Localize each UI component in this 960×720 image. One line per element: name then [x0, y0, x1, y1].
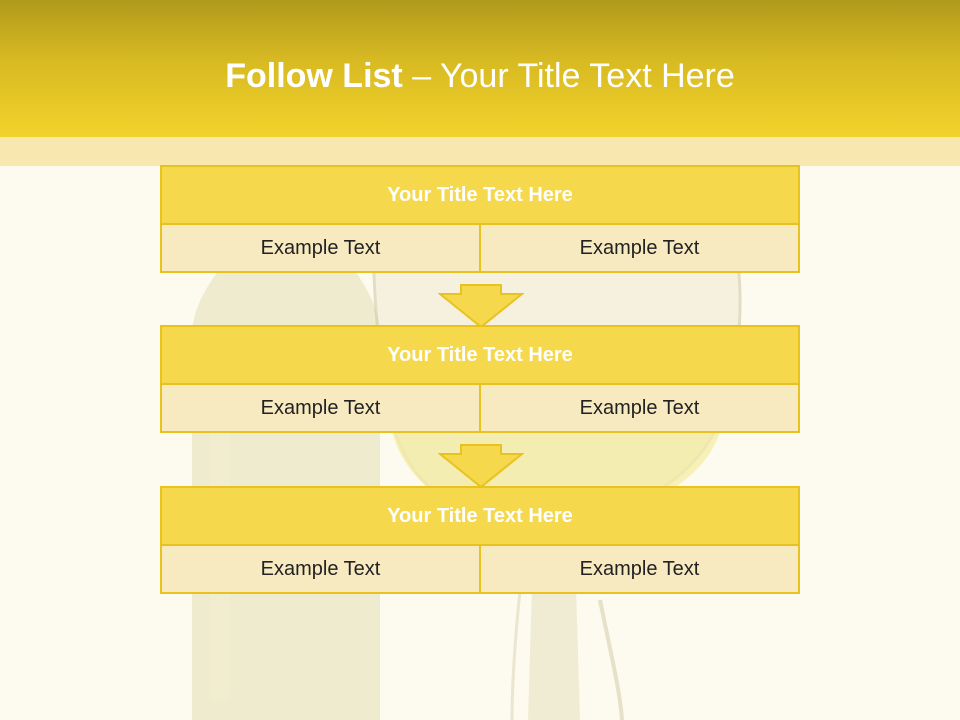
header-band: [0, 0, 960, 137]
block-cell-right: Example Text: [479, 546, 798, 592]
block-cells: Example Text Example Text: [162, 385, 798, 431]
block-cell-right: Example Text: [479, 225, 798, 271]
list-block-2: Your Title Text Here Example Text Exampl…: [160, 325, 800, 433]
block-cell-left: Example Text: [162, 385, 479, 431]
block-cell-right: Example Text: [479, 385, 798, 431]
down-arrow-icon: [438, 284, 524, 328]
block-cells: Example Text Example Text: [162, 546, 798, 592]
block-cell-left: Example Text: [162, 225, 479, 271]
block-title: Your Title Text Here: [162, 327, 798, 385]
list-block-1: Your Title Text Here Example Text Exampl…: [160, 165, 800, 273]
glass-stem-edge-left: [510, 589, 522, 720]
slide-title: Follow List – Your Title Text Here: [0, 52, 960, 100]
header-strip: [0, 137, 960, 166]
block-cells: Example Text Example Text: [162, 225, 798, 271]
slide-title-rest: – Your Title Text Here: [402, 57, 735, 95]
glass-stem-edge: [598, 599, 624, 720]
down-arrow-icon: [438, 444, 524, 488]
slide-title-bold: Follow List: [225, 57, 403, 95]
list-block-3: Your Title Text Here Example Text Exampl…: [160, 486, 800, 594]
block-title: Your Title Text Here: [162, 488, 798, 546]
block-cell-left: Example Text: [162, 546, 479, 592]
block-title: Your Title Text Here: [162, 167, 798, 225]
